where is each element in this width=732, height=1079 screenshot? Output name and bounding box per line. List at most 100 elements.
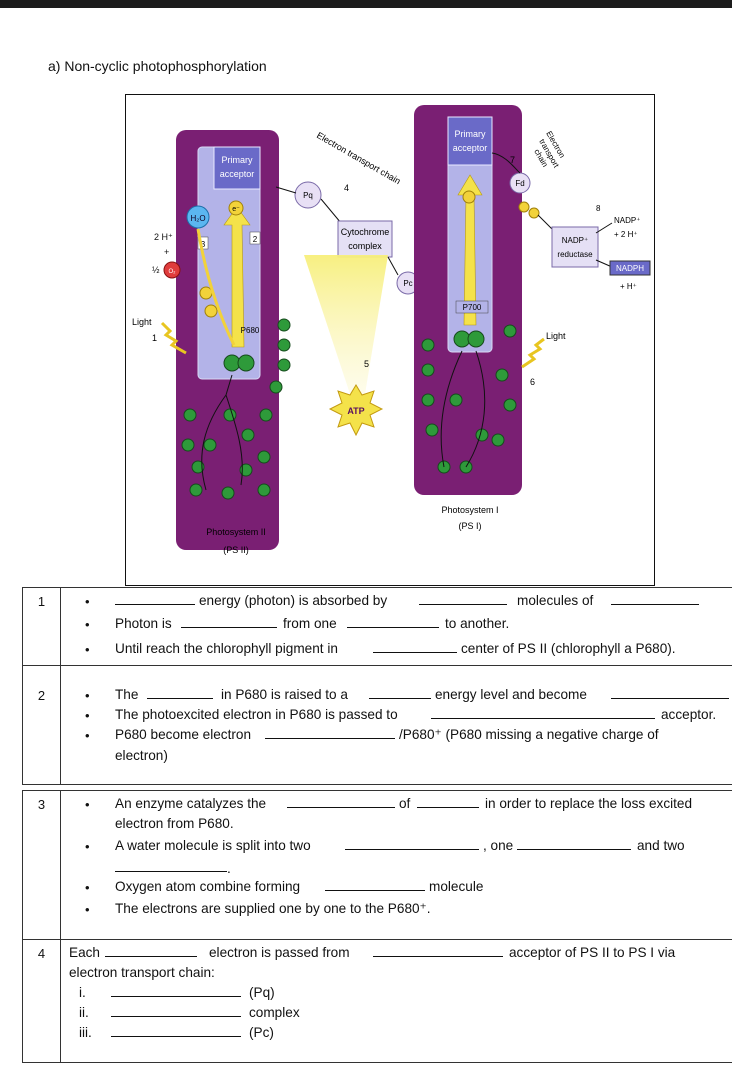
row1-text-6: Until reach the chlorophyll pigment in [115,641,338,656]
o2-label: O₂ [169,269,177,275]
blank-field[interactable] [115,594,195,605]
h2o-molecule [186,205,210,229]
pq-carrier [294,181,322,209]
row2-text-2: in P680 is raised to a [221,687,348,702]
plus-h-label: + H⁺ [620,282,637,291]
plus-2h-label: + 2 H⁺ [614,230,638,239]
nadp-reductase-label-1: NADP⁺ [562,236,588,245]
blank-field[interactable] [111,1026,241,1037]
list-item-ii: complex [249,1005,300,1020]
light-2-label: Light [546,331,566,341]
blank-field[interactable] [517,839,631,850]
step-1-label: 1 [152,333,157,343]
blank-field[interactable] [431,708,655,719]
row2-text-5: acceptor. [661,707,717,722]
ps2-antenna-pigments [181,318,291,500]
etc-arrow-1 [275,186,342,224]
light-2-arrow [521,337,545,369]
blank-field[interactable] [373,642,457,653]
pq-label: Pq [303,191,313,200]
blank-field[interactable] [347,617,439,628]
row3-text-9: Oxygen atom combine forming [115,879,301,894]
diagram-svg: Primary acceptor e⁻ H₂O 2 H⁺ + ½ O₂ 3 2 … [132,105,651,555]
cytochrome-label-1: Cytochrome [341,227,390,237]
row1-text-5: to another. [445,616,510,631]
section-heading: a) Non-cyclic photophosphorylation [48,58,267,74]
blank-field[interactable] [111,1006,241,1017]
blank-field[interactable] [111,986,241,997]
blank-field[interactable] [115,861,227,872]
list-item-i: (Pq) [249,985,275,1000]
blank-field[interactable] [417,797,479,808]
blank-field[interactable] [419,594,507,605]
list-roman-ii: ii. [79,1005,89,1020]
nadp-reductase-box [551,226,599,268]
blank-field[interactable] [373,946,503,957]
nadph-box [609,260,651,276]
row3-text-2: of [399,796,411,811]
ps1-label-2: (PS I) [458,521,481,531]
bullet: • [85,902,90,917]
ps2-primary-acceptor-label-1: Primary [222,155,253,165]
etc2-electron-1 [518,201,530,213]
step-6-label: 6 [530,377,535,387]
row-number: 4 [23,940,61,1062]
bullet: • [85,594,90,609]
blank-field[interactable] [287,797,395,808]
row2-text-4: The photoexcited electron in P680 is pas… [115,707,398,722]
bullet: • [85,797,90,812]
blank-field[interactable] [105,946,197,957]
blank-field[interactable] [345,839,479,850]
row-1: 1 • energy (photon) is absorbed by molec… [22,587,732,666]
nadp-reductase-label-2: reductase [557,250,593,259]
row4-text-1: Each [69,945,100,960]
light-1-arrow [160,321,187,355]
row3-text-4: electron from P680. [115,816,234,831]
ps2-label-2: (PS II) [223,545,249,555]
cytochrome-label-2: complex [348,241,382,251]
fd-label: Fd [515,179,524,188]
p700-box [455,300,489,314]
p680-label: P680 [241,326,260,335]
blank-field[interactable] [369,688,431,699]
top-bar [0,0,732,8]
blank-field[interactable] [147,688,213,699]
blank-field[interactable] [611,688,729,699]
bullet: • [85,688,90,703]
row3-text-10: molecule [429,879,484,894]
etc2-electron-2 [528,207,540,219]
step-8-label: 8 [596,204,601,213]
list-roman-i: i. [79,985,86,1000]
light-1-label: Light [132,317,152,327]
row4-text-3: acceptor of PS II to PS I via [509,945,676,960]
p680-chlorophyll-2 [237,354,255,372]
nadp-plus-label: NADP⁺ [614,216,640,225]
ps1-energy-transfer [440,350,486,468]
ps2-primary-acceptor-box [213,146,261,190]
blank-field[interactable] [611,594,699,605]
photophosphorylation-diagram: Primary acceptor e⁻ H₂O 2 H⁺ + ½ O₂ 3 2 … [125,94,655,586]
electron-label: e⁻ [232,206,240,213]
row4-text-2: electron is passed from [209,945,350,960]
blank-field[interactable] [181,617,277,628]
blank-field[interactable] [325,880,425,891]
row3-text-11: The electrons are supplied one by one to… [115,901,431,916]
etc-arrow-2 [387,256,399,276]
ps1-electron [462,190,476,204]
ps2-energy-transfer [201,374,243,491]
ps1-antenna-pigments [421,324,517,474]
atp-label: ATP [347,406,364,416]
row4-text-4: electron transport chain: [69,965,215,980]
row3-text-8: . [227,861,231,876]
list-roman-iii: iii. [79,1025,92,1040]
step-7-label: 7 [510,155,515,165]
row3-text-7: and two [637,838,685,853]
step-5-label: 5 [364,359,369,369]
ps1-label-1: Photosystem I [441,505,498,515]
row-3: 3 • An enzyme catalyzes the of in order … [22,790,732,940]
blank-field[interactable] [265,728,395,739]
row-number: 3 [23,791,61,939]
bullet: • [85,708,90,723]
nadph-label: NADPH [616,264,644,273]
p700-chlorophyll-2 [467,330,485,348]
